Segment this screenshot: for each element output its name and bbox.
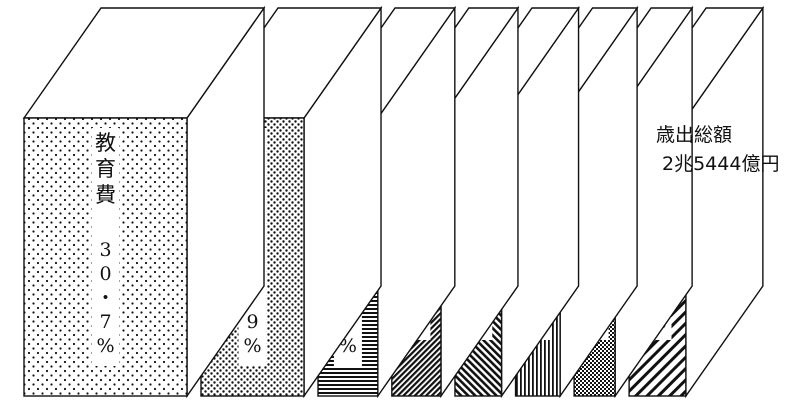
book-spines: その他9・8%総務費6・7%民生費7・4%公債費7・8%商工費8・3%警察費10… bbox=[22, 5, 765, 399]
total-value: 2兆5444億円 bbox=[662, 153, 779, 175]
category-label: 教育費 bbox=[95, 131, 116, 207]
total-label: 歳出総額 bbox=[656, 124, 732, 146]
label-panel bbox=[91, 128, 120, 366]
total-annotation: 歳出総額 2兆5444億円 bbox=[656, 124, 779, 175]
